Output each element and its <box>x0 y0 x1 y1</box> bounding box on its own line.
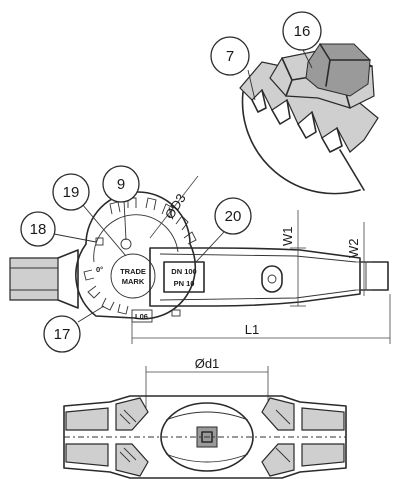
bottom-hatching <box>119 409 291 463</box>
callout-16 <box>282 11 322 51</box>
detail-square-nut <box>305 43 371 97</box>
trade-mark-line1: TRADE <box>120 267 146 276</box>
callout-18-leader <box>53 233 97 243</box>
callout-20-label: 20 <box>225 208 242 225</box>
callout-19 <box>52 173 90 211</box>
small-marker-box <box>171 309 181 317</box>
lever-handle <box>149 247 361 307</box>
detail-section-line <box>339 149 365 191</box>
detail-boundary-arc <box>241 91 361 195</box>
callout-19-leader <box>81 203 127 257</box>
callout-7 <box>210 36 250 76</box>
callout-17-label: 17 <box>54 326 71 343</box>
w2-label: W2 <box>346 239 361 259</box>
trade-mark-line2: MARK <box>122 277 145 286</box>
callout-7-leader <box>247 69 256 101</box>
bottom-ball <box>160 402 254 472</box>
dn-pn-plate <box>163 261 205 293</box>
detail-nut-edges <box>319 43 371 87</box>
detail-view <box>239 43 379 195</box>
bottom-right-block-bottom <box>301 443 345 467</box>
bottom-left-block-bottom <box>65 443 109 467</box>
code-box <box>131 309 153 323</box>
callout-7-label: 7 <box>226 48 234 65</box>
bottom-left-seat-top <box>115 397 149 431</box>
callout-18-label: 18 <box>30 221 47 238</box>
callouts: 7 16 9 19 18 20 17 <box>20 11 322 353</box>
callout-16-leader <box>301 47 313 69</box>
bottom-stem-inner <box>201 431 213 443</box>
callout-9-label: 9 <box>117 176 125 193</box>
bottom-right-seat-top <box>261 397 295 431</box>
bottom-left-seat-bottom <box>115 443 149 477</box>
callout-18 <box>20 211 56 247</box>
callout-9 <box>102 165 140 203</box>
lever-slot <box>261 265 283 293</box>
w1-label: W1 <box>280 227 295 247</box>
lever-handle-inner <box>159 253 357 301</box>
callout-20-leader <box>195 231 225 263</box>
left-flange <box>57 249 79 309</box>
d1-label: Ød1 <box>195 356 220 371</box>
dn-label: DN 100 <box>171 267 196 276</box>
pn-label: PN 10 <box>174 279 195 288</box>
code-label: L06 <box>135 312 148 321</box>
trade-mark-circle <box>110 253 156 299</box>
left-pipe-end <box>9 257 59 301</box>
small-square-18 <box>95 237 104 246</box>
lever-slot-pin <box>267 274 277 284</box>
bottom-ball-arcs <box>165 411 249 463</box>
l1-label: L1 <box>245 322 259 337</box>
callout-19-label: 19 <box>63 184 80 201</box>
bottom-left-block-top <box>65 407 109 431</box>
d3-label: ØD3 <box>162 191 189 222</box>
bottom-right-seat-bottom <box>261 443 295 477</box>
callout-17 <box>43 315 81 353</box>
callout-9-leader <box>123 199 127 241</box>
callout-16-label: 16 <box>294 23 311 40</box>
d3-leader <box>149 175 199 239</box>
zero-degree-mark: 0° <box>96 265 103 274</box>
gear-inner-arc <box>93 214 179 263</box>
callout-20 <box>214 197 252 235</box>
small-hole-9 <box>120 238 132 250</box>
bottom-body-outline <box>63 395 347 479</box>
lever-tip <box>359 261 389 291</box>
bottom-view: Ød1 <box>63 356 347 479</box>
callout-17-leader <box>77 305 105 323</box>
detail-teeth-slots <box>251 89 343 153</box>
bottom-right-block-top <box>301 407 345 431</box>
